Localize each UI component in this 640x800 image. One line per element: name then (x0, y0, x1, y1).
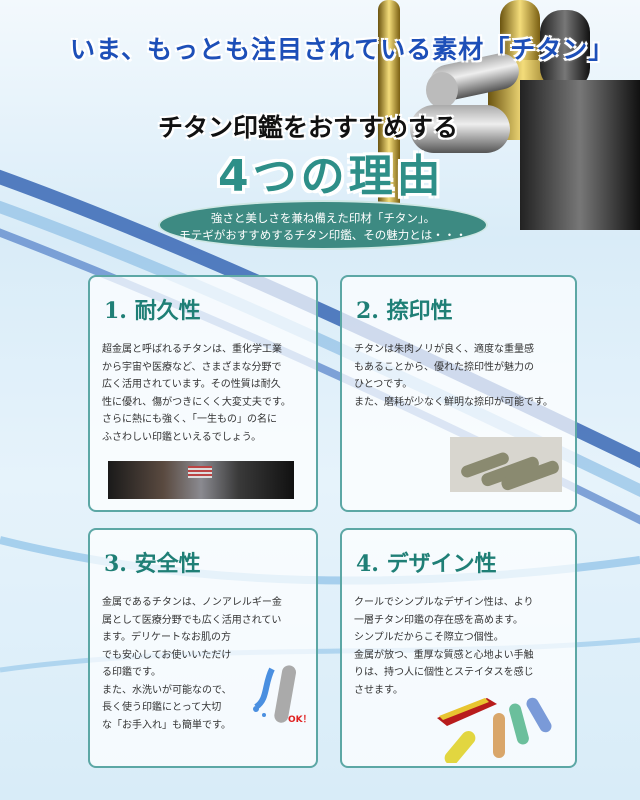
reason-heading: 2. 捺印性 (356, 298, 453, 324)
colored-stamps-photo (437, 697, 552, 763)
reason-heading: 4. デザイン性 (356, 551, 497, 577)
tagline: いま、もっとも注目されている素材「チタン」 (70, 35, 615, 64)
reason-body: チタンは朱肉ノリが良く、適度な重量感 もあることから、優れた捺印性が魅力の ひと… (354, 344, 553, 408)
subtitle: チタン印鑑をおすすめする (158, 113, 459, 142)
reason-body: 金属であるチタンは、ノンアレルギー金 属として医療分野でも広く活用されてい ます… (102, 597, 282, 731)
intro-line-2: モテギがおすすめするチタン印鑑、その魅力とは・・・ (179, 228, 467, 242)
intro-line-1: 強さと美しさを兼ね備えた印材「チタン」。 (210, 211, 436, 225)
reason-heading: 3. 安全性 (104, 551, 201, 577)
ok-badge: OK！ (288, 715, 312, 725)
intro-banner: 強さと美しさを兼ね備えた印材「チタン」。 モテギがおすすめするチタン印鑑、その魅… (158, 200, 488, 250)
space-shuttle-photo (108, 461, 294, 499)
water-washing-stamp-icon (253, 665, 296, 723)
reason-body: クールでシンプルなデザイン性は、より 一層チタン印鑑の存在感を高めます。 シンプ… (354, 597, 534, 696)
reason-card-durability: 1. 耐久性 超金属と呼ばれるチタンは、重化学工業 から宇宙や医療など、さまざま… (88, 275, 318, 512)
reason-card-safety: 3. 安全性 金属であるチタンは、ノンアレルギー金 属として医療分野でも広く活用… (88, 528, 318, 768)
stamps-photo (450, 437, 562, 492)
reason-body: 超金属と呼ばれるチタンは、重化学工業 から宇宙や医療など、さまざまな分野で 広く… (102, 344, 291, 443)
reason-heading: 1. 耐久性 (104, 298, 201, 324)
reason-card-design: 4. デザイン性 クールでシンプルなデザイン性は、より 一層チタン印鑑の存在感を… (340, 528, 577, 768)
page-title: 4つの理由 (218, 151, 445, 202)
reason-card-stamping: 2. 捺印性 チタンは朱肉ノリが良く、適度な重量感 もあることから、優れた捺印性… (340, 275, 577, 512)
titanium-stamps-photo (378, 0, 640, 230)
